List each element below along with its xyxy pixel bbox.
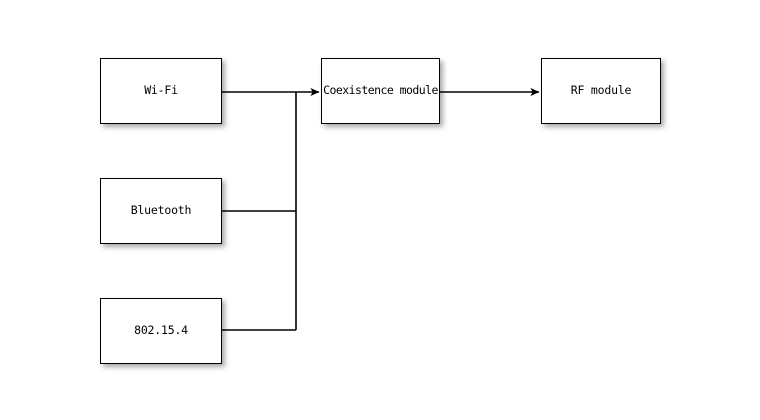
node-bluetooth[interactable]: Bluetooth [100, 178, 222, 244]
node-coexistence-module[interactable]: Coexistence module [321, 58, 440, 124]
node-802-15-4[interactable]: 802.15.4 [100, 298, 222, 364]
node-wifi-label: Wi-Fi [144, 83, 178, 98]
node-bluetooth-label: Bluetooth [130, 203, 192, 218]
node-802-15-4-label: 802.15.4 [134, 323, 188, 338]
node-rf-module[interactable]: RF module [541, 58, 661, 124]
node-coexistence-module-label: Coexistence module [323, 83, 438, 98]
node-rf-module-label: RF module [570, 83, 632, 98]
node-wifi[interactable]: Wi-Fi [100, 58, 222, 124]
